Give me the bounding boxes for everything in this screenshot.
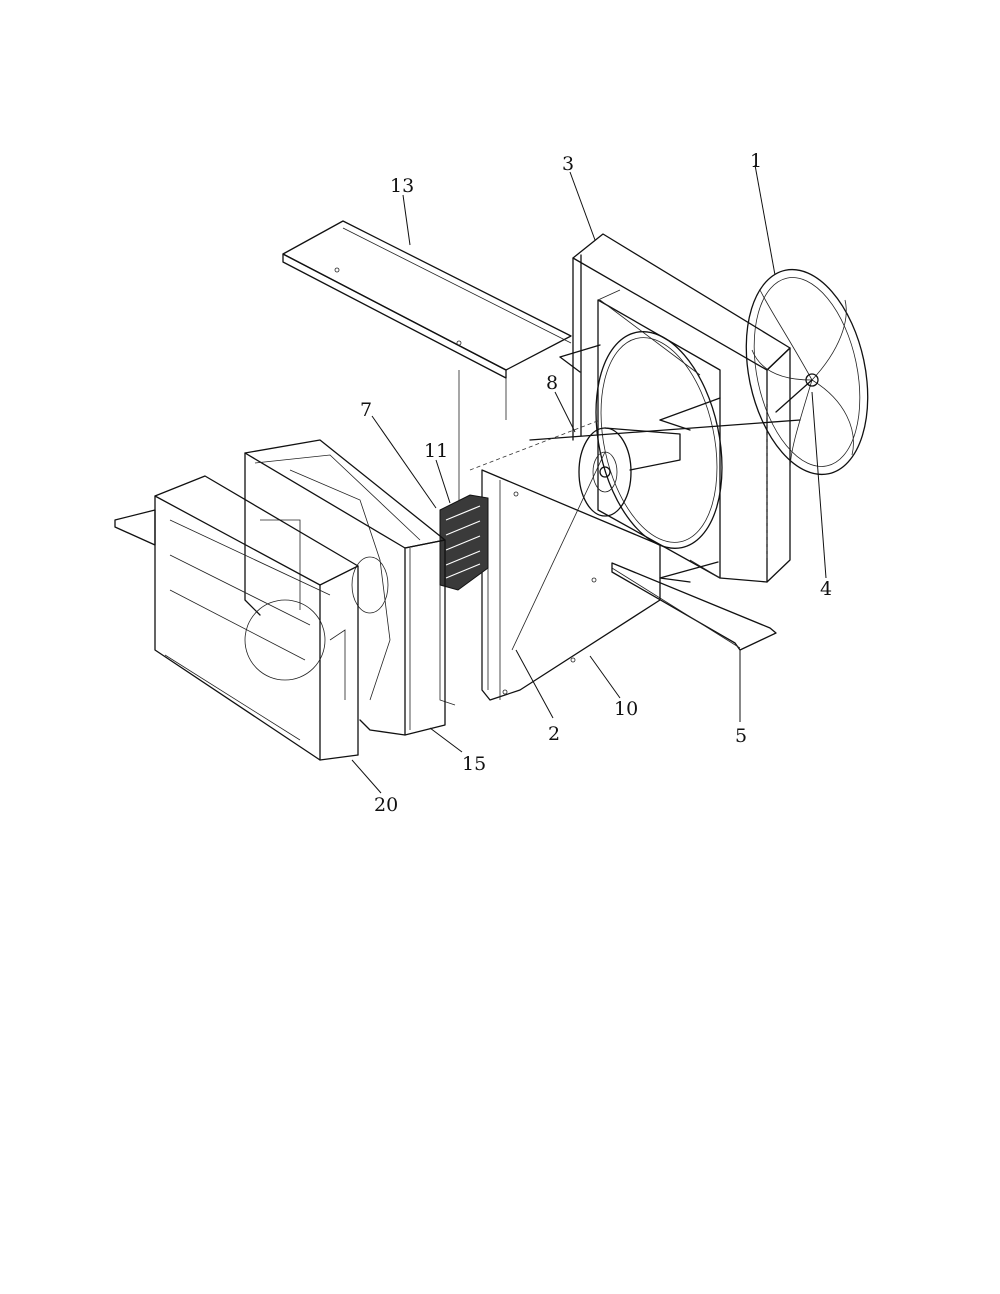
callout-13: 13 (390, 175, 414, 197)
callout-1: 1 (750, 150, 762, 172)
callout-8: 8 (546, 372, 558, 394)
leader-lines (351, 164, 827, 794)
part-4-fan-hub-shaft (775, 379, 813, 413)
part-3-rear-housing (572, 233, 791, 583)
part-8-motor (529, 344, 801, 583)
part-5-base-rail (611, 562, 777, 651)
callout-2: 2 (548, 723, 560, 745)
callout-3: 3 (562, 153, 574, 175)
callout-10: 10 (614, 698, 638, 720)
callout-5: 5 (735, 725, 747, 747)
part-11-coil (439, 494, 489, 706)
part-2-partition-panel (469, 419, 661, 701)
part-15-blower-housing (244, 439, 446, 736)
part-1-fan-blade (745, 268, 869, 476)
part-13-top-cover (282, 220, 572, 520)
part-20-front-housing (114, 475, 359, 761)
callout-11: 11 (424, 440, 448, 462)
part-10-guide (511, 451, 606, 651)
callout-4: 4 (820, 578, 832, 600)
callout-7: 7 (360, 399, 372, 421)
callout-20: 20 (374, 794, 398, 816)
callout-labels: 13 3 1 8 7 11 4 5 2 10 15 20 (360, 150, 832, 816)
callout-15: 15 (462, 753, 486, 775)
